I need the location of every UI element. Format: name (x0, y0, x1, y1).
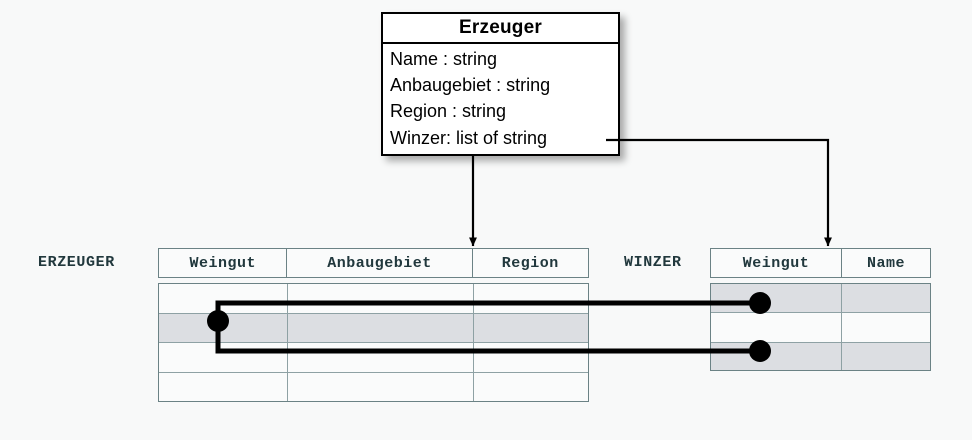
table-label-erzeuger: ERZEUGER (38, 254, 115, 271)
table-cell-weingut (711, 284, 842, 313)
table-cell-weingut (711, 313, 842, 342)
column-header-anbaugebiet: Anbaugebiet (287, 249, 473, 277)
table-row (711, 313, 930, 343)
table-cell-anbaugebiet (288, 284, 474, 313)
table-label-winzer: WINZER (624, 254, 682, 271)
table-row (159, 343, 588, 373)
table-cell-name (842, 284, 928, 312)
table-cell-weingut (159, 372, 288, 401)
column-header-region: Region (501, 254, 559, 272)
table-cell-weingut (711, 342, 842, 370)
table-cell-weingut (159, 284, 288, 313)
table-cell-anbaugebiet (288, 343, 474, 372)
table-row (711, 342, 930, 370)
table-cell-name (842, 343, 928, 370)
table-body-winzer (710, 283, 931, 371)
column-header-weingut: Weingut (159, 249, 288, 277)
table-header-winzer: Weingut Name (710, 248, 931, 278)
uml-attribute-list: Name : string Anbaugebiet : string Regio… (383, 44, 618, 153)
table-row (159, 372, 588, 401)
uml-attribute-name: Name : string (390, 49, 498, 70)
table-header-erzeuger: Weingut Anbaugebiet Region (158, 248, 589, 278)
table-cell-anbaugebiet (288, 372, 474, 401)
table-row (711, 284, 930, 314)
uml-attribute-region: Region : string (390, 101, 507, 122)
table-cell-weingut (159, 343, 288, 372)
column-header-name: Name (866, 254, 905, 272)
table-cell-name (842, 313, 928, 341)
uml-attribute-anbaugebiet: Anbaugebiet : string (390, 75, 551, 96)
uml-class-name: Erzeuger (383, 14, 618, 45)
uml-attribute-winzer: Winzer: list of string (390, 127, 548, 148)
column-header-weingut: Weingut (711, 249, 842, 277)
uml-class-box-erzeuger: Erzeuger Name : string Anbaugebiet : str… (381, 12, 620, 156)
